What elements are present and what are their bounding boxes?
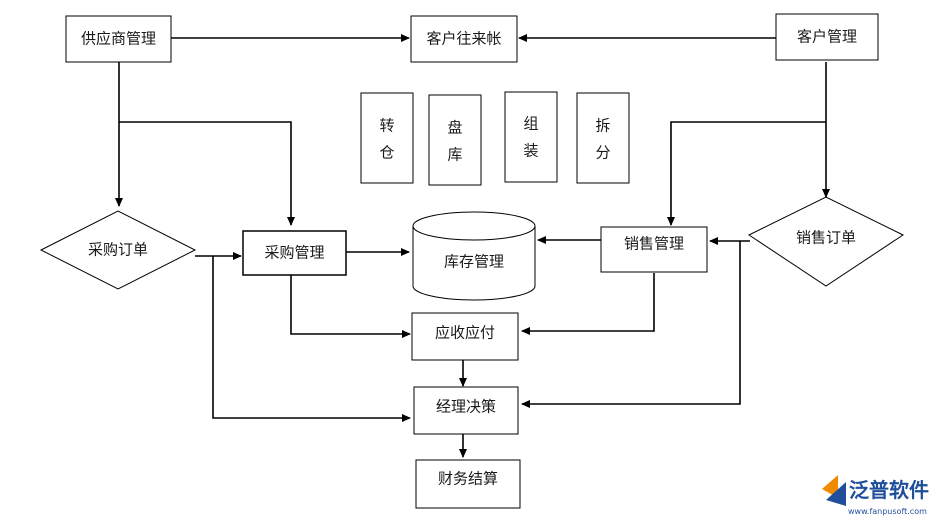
arrow-customer-to-sales-mgmt [667,121,826,226]
node-receivables-payables: 应收应付 [411,312,519,361]
brand-url: www.fanpusoft.com [848,507,927,516]
node-purchase-mgmt-label: 采购管理 [264,244,324,262]
node-inventory-mgmt-label: 库存管理 [444,253,504,271]
node-stocktake-label-1: 盘 [447,119,462,137]
node-stocktake-label-2: 库 [447,146,462,164]
brand-name: 泛普软件 [849,478,929,502]
node-receivables-payables-label: 应收应付 [435,324,495,342]
node-sales-mgmt-label: 销售管理 [624,235,684,253]
node-customer-ledger-label: 客户往来帐 [426,30,501,48]
node-customer-ledger: 客户往来帐 [410,15,518,63]
arrow-purchase-order-to-decision [212,256,411,422]
node-sales-order-label: 销售订单 [796,229,856,247]
node-assembly-label-1: 组 [523,115,538,133]
node-supplier-mgmt: 供应商管理 [65,15,172,63]
arrow-sales-mgmt-to-receivables [521,273,655,335]
node-supplier-mgmt-label: 供应商管理 [81,30,156,48]
node-purchase-order-label: 采购订单 [88,241,148,259]
node-purchase-mgmt: 采购管理 [242,230,347,276]
node-financial-settlement: 财务结算 [415,459,521,509]
node-transfer: 转 仓 [360,92,414,184]
node-stocktake: 盘 库 [428,94,482,186]
node-inventory-mgmt: 库存管理 [412,211,536,301]
node-disassembly-label-1: 拆 [595,117,610,135]
node-disassembly: 拆 分 [576,92,630,184]
arrow-purchase-mgmt-to-receivables [290,275,411,338]
node-assembly: 组 装 [504,91,558,183]
node-manager-decision-label: 经理决策 [436,398,496,416]
node-assembly-label-2: 装 [523,142,538,160]
brand-logo-icon [822,475,846,506]
node-transfer-label-1: 转 [379,117,394,135]
node-financial-settlement-label: 财务结算 [438,470,498,488]
brand-watermark: 泛普软件 www.fanpusoft.com [822,475,929,516]
node-sales-order: 销售订单 [747,196,905,287]
node-sales-mgmt: 销售管理 [600,226,708,273]
node-customer-mgmt: 客户管理 [775,13,879,61]
connectors [115,34,830,458]
node-purchase-order: 采购订单 [39,210,197,290]
arrow-supplier-to-purchase-mgmt [119,121,295,226]
node-manager-decision: 经理决策 [413,386,519,435]
arrow-sales-order-to-decision [521,241,741,408]
node-customer-mgmt-label: 客户管理 [797,28,857,46]
node-transfer-label-2: 仓 [379,144,394,162]
node-disassembly-label-2: 分 [595,144,610,162]
